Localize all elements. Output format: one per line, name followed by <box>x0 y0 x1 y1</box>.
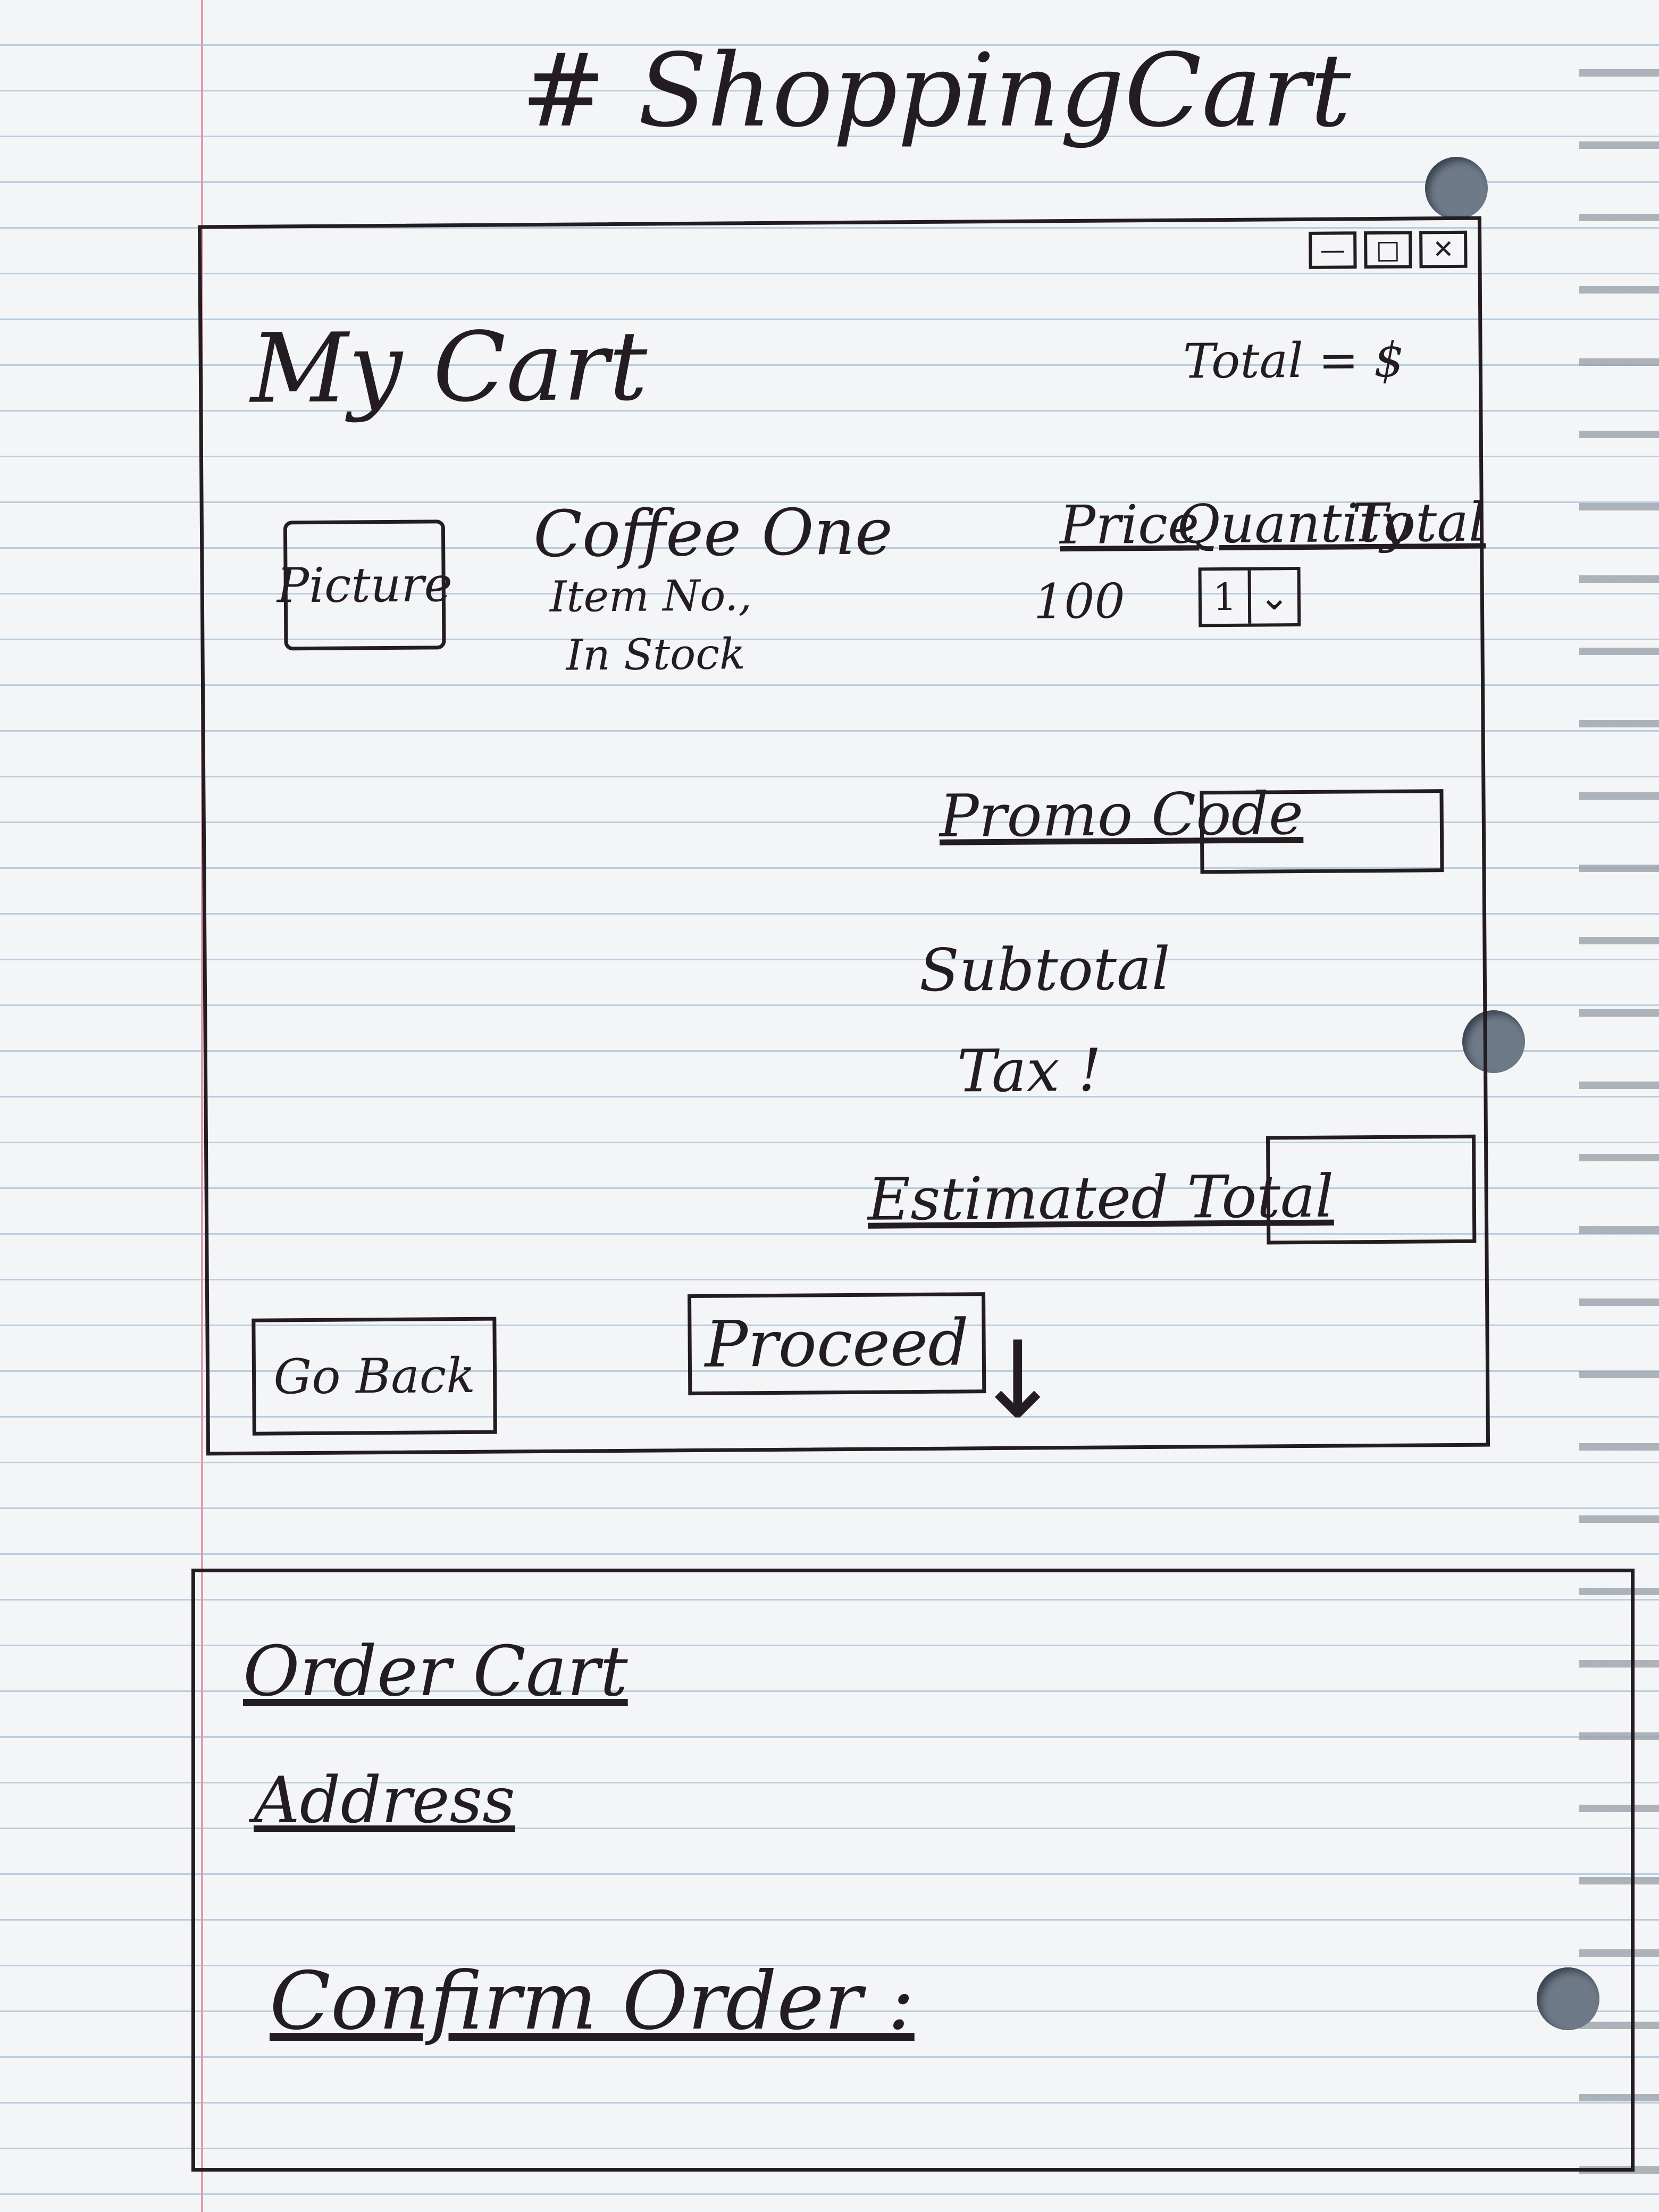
maximize-icon[interactable]: □ <box>1364 231 1412 269</box>
proceed-button[interactable]: Proceed <box>688 1292 986 1396</box>
cart-window: — □ ✕ My Cart Total = $ Picture Coffee O… <box>197 216 1490 1456</box>
window-controls: — □ ✕ <box>1309 230 1468 269</box>
chevron-down-icon[interactable]: ⌄ <box>1247 570 1298 624</box>
notebook-spiral <box>1579 32 1659 2212</box>
notebook-margin-line <box>201 0 203 2212</box>
promo-code-input[interactable] <box>1200 789 1444 874</box>
punch-hole <box>1537 1967 1599 2030</box>
product-image-placeholder: Picture <box>276 520 453 651</box>
confirm-order-label[interactable]: Confirm Order : <box>270 1955 915 2048</box>
page-title: # ShoppingCart <box>521 32 1351 149</box>
estimated-total-label: Estimated Total <box>867 1162 1334 1234</box>
address-label: Address <box>254 1764 515 1838</box>
punch-hole <box>1425 157 1488 220</box>
column-header-total: Total <box>1352 491 1486 555</box>
product-stock-status: In Stock <box>566 629 745 680</box>
arrow-down-icon: ↓ <box>973 1319 1062 1443</box>
order-cart-label: Order Cart <box>243 1631 628 1712</box>
cart-title: My Cart <box>250 311 648 425</box>
order-window: Order Cart Address Confirm Order : <box>191 1569 1635 2172</box>
product-item-number: Item No., <box>549 571 752 622</box>
go-back-button[interactable]: Go Back <box>252 1317 497 1436</box>
price-value: 100 <box>1033 573 1126 630</box>
header-total: Total = $ <box>1183 332 1405 390</box>
quantity-stepper[interactable]: 1 ⌄ <box>1198 566 1301 627</box>
product-name[interactable]: Coffee One <box>533 495 893 572</box>
estimated-total-value-box <box>1266 1134 1477 1245</box>
product-image-label: Picture <box>276 556 453 614</box>
close-icon[interactable]: ✕ <box>1419 230 1468 269</box>
minimize-icon[interactable]: — <box>1309 231 1357 269</box>
tax-label: Tax ! <box>957 1036 1102 1105</box>
subtotal-label: Subtotal <box>919 934 1171 1005</box>
punch-hole <box>1462 1010 1525 1073</box>
quantity-value[interactable]: 1 <box>1212 575 1237 619</box>
